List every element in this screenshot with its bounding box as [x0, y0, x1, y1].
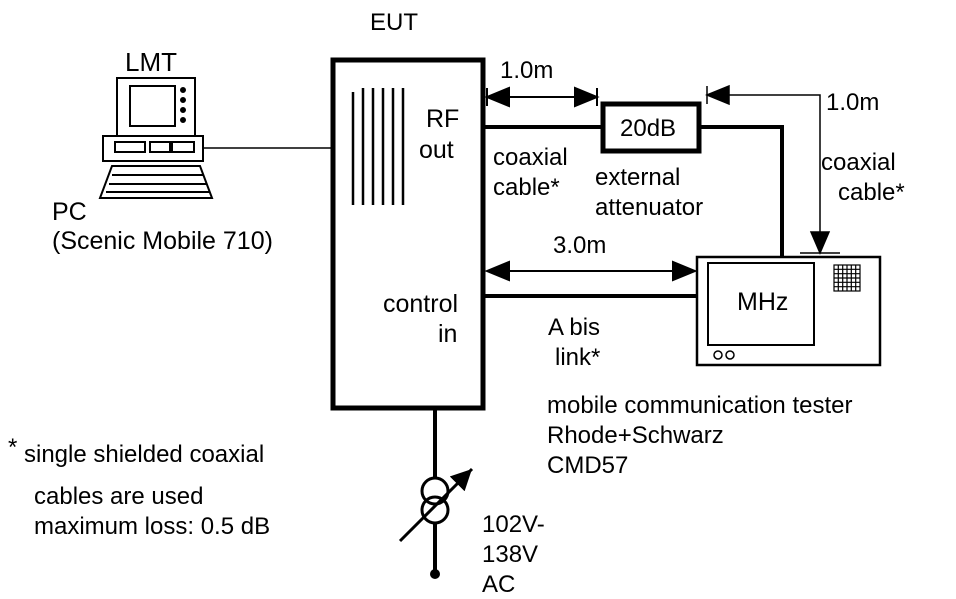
note-line-3: maximum loss: 0.5 dB	[34, 513, 270, 540]
power-label-1: 102V-	[482, 511, 545, 538]
note-line-2: cables are used	[34, 483, 203, 510]
tester-instrument	[695, 255, 882, 367]
power-label-2: 138V	[482, 541, 538, 568]
dimension-1m-right	[705, 84, 840, 255]
abis-label-2: link*	[555, 344, 600, 371]
coax-left-label-2: cable*	[493, 174, 560, 201]
control-in-label-2: in	[438, 320, 457, 348]
eut-box	[330, 57, 486, 411]
pc-label-2: (Scenic Mobile 710)	[52, 227, 273, 255]
tester-label-2: Rhode+Schwarz	[547, 422, 724, 449]
attenuator-value: 20dB	[620, 115, 676, 142]
tester-label-3: CMD57	[547, 452, 628, 479]
note-asterisk: *	[8, 434, 17, 461]
tester-label-1: mobile communication tester	[547, 392, 852, 419]
tester-display-label: MHz	[737, 288, 788, 316]
dimension-3m-label: 3.0m	[553, 232, 606, 259]
pc-label-1: PC	[52, 198, 87, 226]
dimension-3m	[484, 260, 698, 282]
coax-left-label-1: coaxial	[493, 144, 568, 171]
dimension-1m-left	[484, 86, 600, 108]
pc-icon	[98, 77, 214, 199]
rf-out-label-1: RF	[426, 105, 459, 133]
eut-vent-lines	[351, 88, 405, 205]
control-in-label-1: control	[383, 290, 458, 318]
dimension-1m-right-label: 1.0m	[826, 89, 879, 116]
power-label-3: AC	[482, 571, 515, 598]
dimension-1m-left-label: 1.0m	[500, 57, 553, 84]
eut-label: EUT	[370, 9, 418, 36]
coax-right-label-2: cable*	[838, 179, 905, 206]
transformer-coil-bottom	[420, 495, 450, 525]
keypad-icon	[833, 264, 861, 292]
variable-transformer-arrow	[398, 467, 474, 543]
coaxial-cable-right	[699, 125, 784, 262]
abis-label-1: A bis	[548, 314, 600, 341]
rf-out-label-2: out	[419, 136, 454, 164]
attenuator-label-2: attenuator	[595, 194, 703, 221]
power-terminal	[430, 569, 440, 579]
attenuator-label-1: external	[595, 164, 680, 191]
coax-right-label-1: coaxial	[821, 149, 896, 176]
lmt-label: LMT	[125, 47, 177, 77]
note-line-1: single shielded coaxial	[24, 441, 264, 468]
